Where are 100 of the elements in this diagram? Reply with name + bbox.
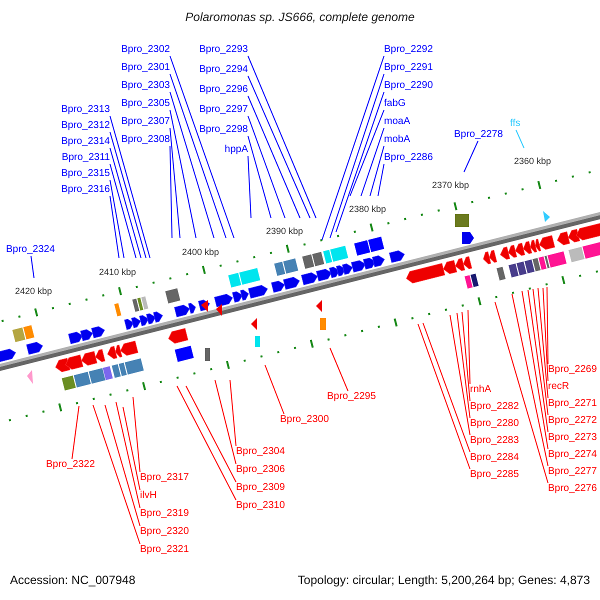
leader-line xyxy=(170,74,226,238)
gene-label: Bpro_2274 xyxy=(548,449,597,461)
leader-line xyxy=(528,290,548,432)
gene-label: Bpro_2284 xyxy=(470,452,519,464)
leader-line xyxy=(538,288,548,398)
gene-label: Bpro_2286 xyxy=(384,152,433,164)
leader-line xyxy=(248,76,310,218)
gene-label: ffs xyxy=(510,118,520,130)
scale-label: 2370 kbp xyxy=(432,180,470,191)
gene-label: Bpro_2272 xyxy=(548,415,597,427)
leader-line xyxy=(512,294,548,466)
gene-label: Bpro_2293 xyxy=(199,44,248,56)
gene-label: Bpro_2302 xyxy=(121,44,170,56)
leader-line xyxy=(170,128,180,238)
gene-label: Bpro_2297 xyxy=(199,104,248,116)
leader-line xyxy=(418,324,470,470)
gene-label: hppA xyxy=(224,144,248,156)
leader-line xyxy=(186,386,236,482)
gene-label: Bpro_2322 xyxy=(46,459,95,471)
leader-line xyxy=(542,288,548,382)
gene-label: fabG xyxy=(384,98,406,110)
leader-line xyxy=(248,136,272,218)
leader-line xyxy=(522,290,548,450)
gene-label: Bpro_2305 xyxy=(121,98,170,110)
diagram-title: Polaromonas sp. JS666, complete genome xyxy=(185,10,415,24)
leader-line xyxy=(72,406,80,460)
gene-label: Bpro_2316 xyxy=(61,184,110,196)
leader-line xyxy=(170,56,234,238)
gene-label: Bpro_2295 xyxy=(327,391,376,403)
gene-label: Bpro_2309 xyxy=(236,482,285,494)
gene-label: Bpro_2277 xyxy=(548,466,597,478)
leader-line xyxy=(330,74,384,238)
gene-label: recR xyxy=(548,381,570,393)
leader-line xyxy=(104,404,140,526)
leader-line xyxy=(248,56,316,218)
gene-label: Bpro_2321 xyxy=(140,544,189,556)
gene-label: Bpro_2290 xyxy=(384,80,433,92)
genome-stats-text: Topology: circular; Length: 5,200,264 bp; Genes: 4,873 xyxy=(298,573,590,587)
gene-label: Bpro_2300 xyxy=(280,414,329,426)
leader-line xyxy=(248,96,300,218)
gene-label: Bpro_2296 xyxy=(199,84,248,96)
gene-label: Bpro_2306 xyxy=(236,464,285,476)
leader-line xyxy=(464,140,478,172)
scale-label: 2420 kbp xyxy=(15,286,52,297)
leader-line xyxy=(456,312,470,418)
leader-line xyxy=(516,130,524,148)
leader-line xyxy=(322,56,384,240)
gene-label: Bpro_2310 xyxy=(236,500,285,512)
gene-label: mobA xyxy=(384,134,410,146)
leader-line xyxy=(248,156,252,218)
leader-line xyxy=(422,322,470,452)
leader-line xyxy=(92,404,140,544)
leader-line xyxy=(110,180,124,258)
gene-label: Bpro_2307 xyxy=(121,116,170,128)
leader-line xyxy=(450,314,470,436)
leader-line xyxy=(336,92,384,232)
gene-label: Bpro_2278 xyxy=(454,129,503,141)
scale-label: 2400 kbp xyxy=(182,247,220,258)
gene-label: Bpro_2315 xyxy=(61,168,110,180)
leader-line xyxy=(214,380,236,464)
leader-line xyxy=(546,286,548,364)
scale-label: 2380 kbp xyxy=(349,204,386,215)
leader-line xyxy=(378,164,384,196)
gene-label: Bpro_2269 xyxy=(548,364,597,376)
gene-label: Bpro_2301 xyxy=(121,62,170,74)
leader-line xyxy=(176,386,236,500)
gene-label: Bpro_2282 xyxy=(470,401,519,413)
gene-label: Bpro_2298 xyxy=(199,124,248,136)
gene-label: Bpro_2276 xyxy=(548,483,597,495)
leader-line xyxy=(350,110,384,196)
leader-line xyxy=(110,196,120,258)
leader-line xyxy=(248,116,286,218)
leader-line xyxy=(170,146,172,238)
scale-label: 2410 kbp xyxy=(99,267,136,278)
gene-label: Bpro_2304 xyxy=(236,446,285,458)
gene-label: rnhA xyxy=(470,384,492,396)
leader-line xyxy=(532,288,548,416)
leader-line xyxy=(370,146,384,196)
gene-label: Bpro_2311 xyxy=(62,152,110,164)
leader-line xyxy=(116,402,140,508)
gene-label: Bpro_2313 xyxy=(61,104,110,116)
leader-line xyxy=(170,92,214,238)
gene-label: Bpro_2320 xyxy=(140,526,189,538)
leader-line xyxy=(264,364,284,414)
scale-label: 2360 kbp xyxy=(514,156,552,167)
gene-label: Bpro_2273 xyxy=(548,432,597,444)
gene-label: ilvH xyxy=(140,490,157,502)
gene-label: Bpro_2319 xyxy=(140,508,189,520)
gene-label: Bpro_2303 xyxy=(121,80,170,92)
gene-label: Bpro_2324 xyxy=(6,244,55,256)
gene-label: Bpro_2285 xyxy=(470,469,519,481)
gene-label: Bpro_2294 xyxy=(199,64,248,76)
leader-line xyxy=(330,348,348,392)
gene-label: Bpro_2271 xyxy=(548,398,597,410)
leader-line xyxy=(30,256,34,278)
leader-line xyxy=(110,148,142,258)
gene-label: Bpro_2314 xyxy=(61,136,110,148)
gene-label: Bpro_2317 xyxy=(140,472,189,484)
gene-label: Bpro_2283 xyxy=(470,435,519,447)
leader-line xyxy=(230,380,236,446)
